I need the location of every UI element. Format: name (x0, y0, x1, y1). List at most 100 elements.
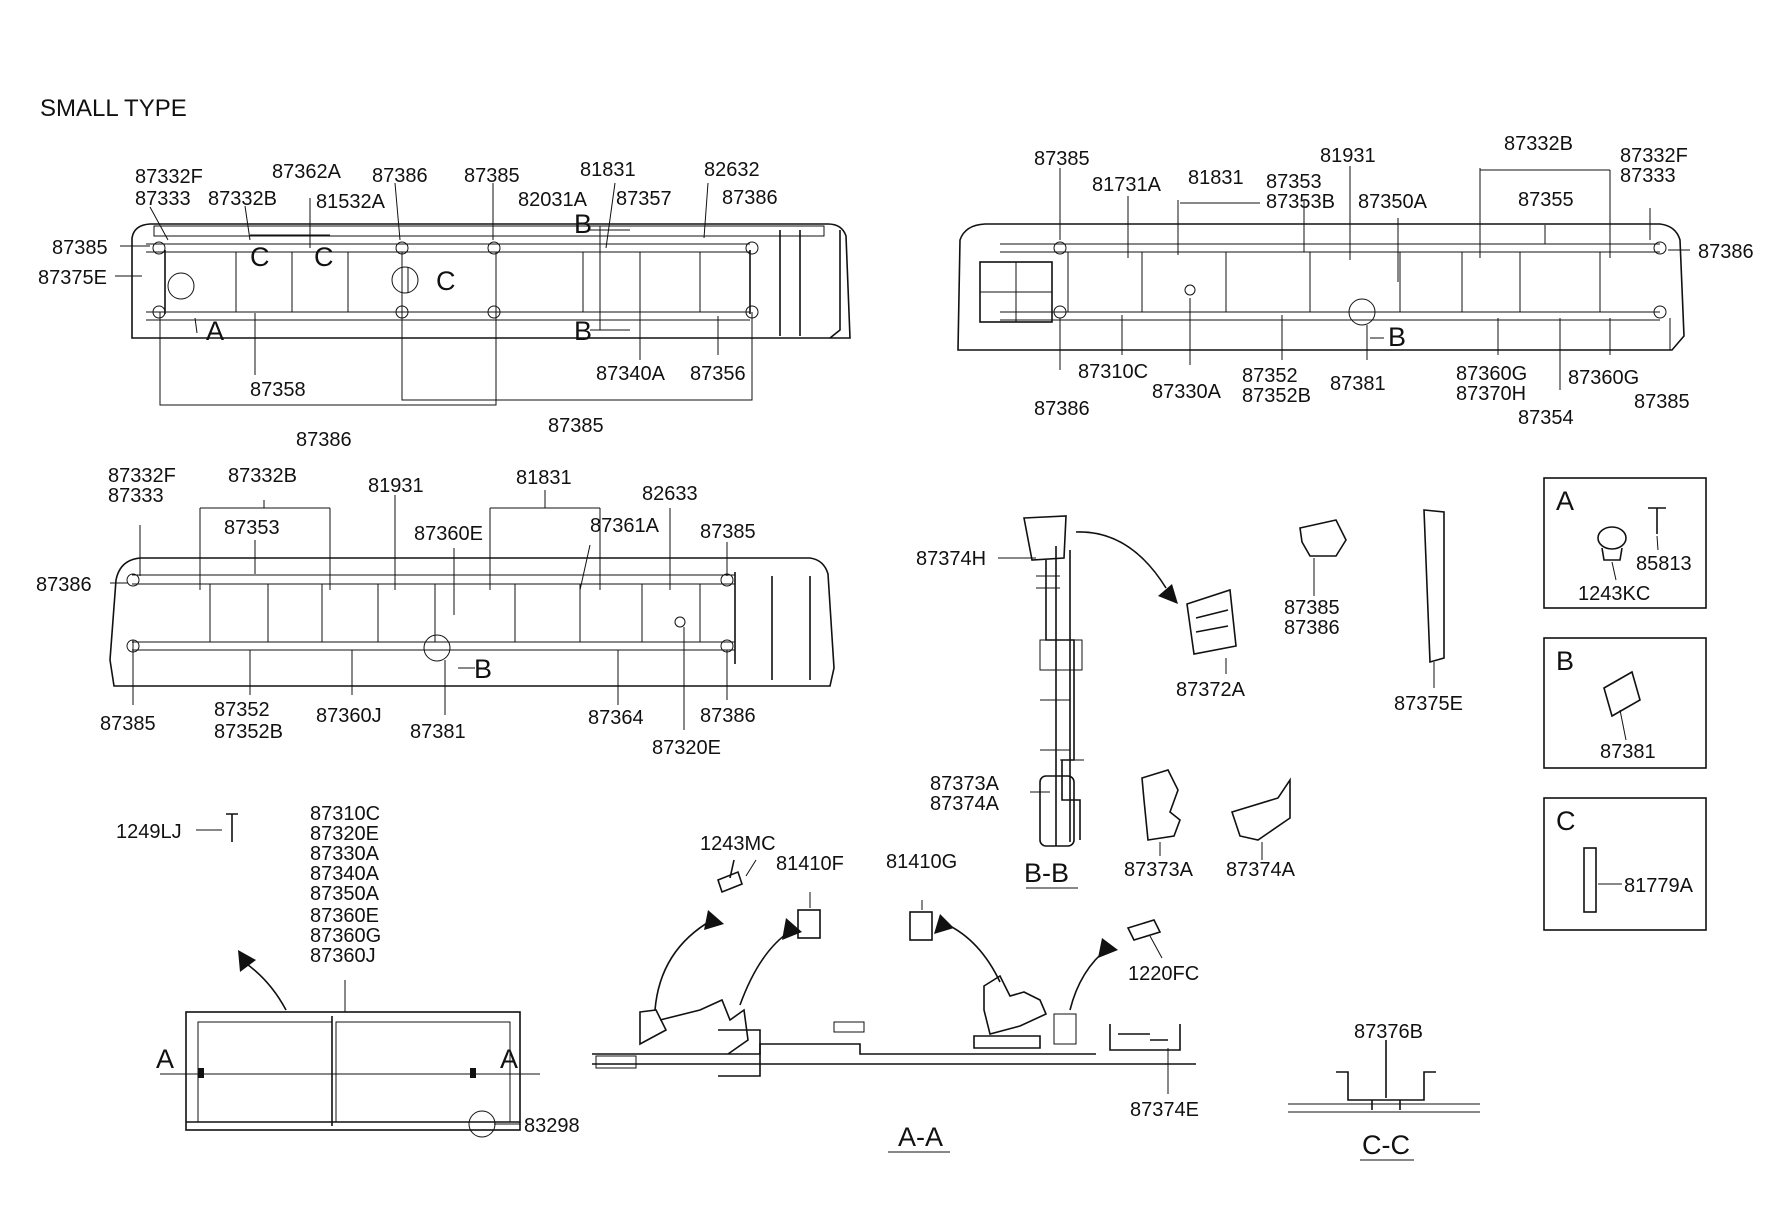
v3-label-87381: 87381 (410, 721, 466, 743)
v1-label-82031A: 82031A (518, 189, 588, 211)
section-B-B-title: B-B (1024, 858, 1069, 888)
window-seal-83298: 83298 (524, 1115, 580, 1137)
detail-B-letter: B (1556, 646, 1574, 676)
v1-label-87340A: 87340A (596, 363, 666, 385)
v2-label-87310C: 87310C (1078, 361, 1148, 383)
bb-label-87372A: 87372A (1176, 679, 1246, 701)
v3-label-87353: 87353 (224, 517, 280, 539)
bus-side-view-1: 87332F 87333 87362A 87332B 81532A 87386 … (38, 159, 851, 451)
v1-label-87385b: 87385 (52, 237, 108, 259)
v2-label-87332B: 87332B (1504, 133, 1573, 155)
window-screw-1249LJ: 1249LJ (116, 821, 182, 843)
v3-label-87360J: 87360J (316, 705, 382, 727)
bb-label-87373A-b: 87373A (1124, 859, 1194, 881)
v1-label-81532A: 81532A (316, 191, 386, 213)
v3-label-81831: 81831 (516, 467, 572, 489)
v1-label-87332B: 87332B (208, 188, 277, 210)
v2-label-81731A: 81731A (1092, 174, 1162, 196)
detail-B: B 87381 (1543, 637, 1707, 769)
bb-label-87386: 87386 (1284, 617, 1340, 639)
v1-label-87386b: 87386 (722, 187, 778, 209)
aa-label-81410F: 81410F (776, 853, 844, 875)
v2-label-87386: 87386 (1698, 241, 1754, 263)
v2-label-87333: 87333 (1620, 165, 1676, 187)
v3-label-87364: 87364 (588, 707, 644, 729)
section-C-C: 87376B C-C (1288, 1021, 1480, 1161)
window-part-87360J: 87360J (310, 945, 376, 967)
window-section-A-left: A (156, 1044, 174, 1074)
window-part-87330A: 87330A (310, 843, 380, 865)
v2-label-87385b: 87385 (1634, 391, 1690, 413)
detail-A-85813: 85813 (1636, 553, 1692, 575)
bb-label-87385: 87385 (1284, 597, 1340, 619)
v3-label-87385b: 87385 (100, 713, 156, 735)
v1-label-87333: 87333 (135, 188, 191, 210)
v1-label-87385c: 87385 (548, 415, 604, 437)
section-C-C-title: C-C (1362, 1130, 1410, 1160)
v1-label-87332F: 87332F (135, 166, 203, 188)
aa-label-1243MC: 1243MC (700, 833, 776, 855)
v1-label-87386: 87386 (372, 165, 428, 187)
cc-label-87376B: 87376B (1354, 1021, 1423, 1043)
v1-label-81831: 81831 (580, 159, 636, 181)
bb-label-87375E: 87375E (1394, 693, 1463, 715)
section-A-A-title: A-A (898, 1122, 943, 1152)
v2-label-87350A: 87350A (1358, 191, 1428, 213)
v2-label-87353: 87353 (1266, 171, 1322, 193)
v1-label-B-top: B (574, 209, 592, 239)
v3-label-87386b: 87386 (700, 705, 756, 727)
detail-B-87381: 87381 (1600, 741, 1656, 763)
v3-label-81931: 81931 (368, 475, 424, 497)
bb-label-87373A: 87373A (930, 773, 1000, 795)
window-assembly: 87310C 87320E 87330A 87340A 87350A 87360… (116, 803, 580, 1138)
section-B-B: 87374H 87372A 87385 87386 87375E 87373A … (916, 509, 1463, 889)
bus-side-view-2: 87385 81731A 81831 87353 87353B 81931 87… (957, 133, 1754, 429)
bb-label-87374A: 87374A (930, 793, 1000, 815)
v1-label-B-bottom: B (574, 316, 592, 346)
bus-side-view-3: 87332F 87333 87332B 87353 81931 81831 82… (36, 465, 835, 759)
v1-label-87375E: 87375E (38, 267, 107, 289)
v3-label-87352: 87352 (214, 699, 270, 721)
bb-label-87374A-b: 87374A (1226, 859, 1296, 881)
aa-label-87374E: 87374E (1130, 1099, 1199, 1121)
aa-label-1220FC: 1220FC (1128, 963, 1199, 985)
aa-label-81410G: 81410G (886, 851, 957, 873)
bb-label-87374H: 87374H (916, 548, 986, 570)
v3-label-87352B: 87352B (214, 721, 283, 743)
v2-label-87332F: 87332F (1620, 145, 1688, 167)
detail-C: C 81779A (1543, 797, 1707, 931)
window-part-87360G: 87360G (310, 925, 381, 947)
detail-A-letter: A (1556, 486, 1574, 516)
detail-A-1243KC: 1243KC (1578, 583, 1650, 605)
v1-label-87356: 87356 (690, 363, 746, 385)
window-part-87310C: 87310C (310, 803, 380, 825)
v1-label-A: A (206, 316, 224, 346)
v3-label-87332B: 87332B (228, 465, 297, 487)
v2-label-87354: 87354 (1518, 407, 1574, 429)
v2-label-87352B: 87352B (1242, 385, 1311, 407)
v2-label-87330A: 87330A (1152, 381, 1222, 403)
v2-label-B: B (1388, 322, 1406, 352)
v2-label-87385: 87385 (1034, 148, 1090, 170)
detail-C-81779A: 81779A (1624, 875, 1694, 897)
v2-label-81931: 81931 (1320, 145, 1376, 167)
v2-label-87353B: 87353B (1266, 191, 1335, 213)
v2-label-87370H: 87370H (1456, 383, 1526, 405)
v1-label-82632: 82632 (704, 159, 760, 181)
v3-label-B: B (474, 654, 492, 684)
v1-label-87362A: 87362A (272, 161, 342, 183)
v3-label-82633: 82633 (642, 483, 698, 505)
v1-label-87386c: 87386 (296, 429, 352, 451)
window-part-87360E: 87360E (310, 905, 379, 927)
diagram-title: SMALL TYPE (40, 95, 187, 122)
v1-label-87385: 87385 (464, 165, 520, 187)
v2-label-87360G-b: 87360G (1568, 367, 1639, 389)
v2-label-81831: 81831 (1188, 167, 1244, 189)
v2-label-87381: 87381 (1330, 373, 1386, 395)
v3-label-87386: 87386 (36, 574, 92, 596)
v2-label-87360G: 87360G (1456, 363, 1527, 385)
v3-label-87332F: 87332F (108, 465, 176, 487)
v3-label-87320E: 87320E (652, 737, 721, 759)
v3-label-87333: 87333 (108, 485, 164, 507)
